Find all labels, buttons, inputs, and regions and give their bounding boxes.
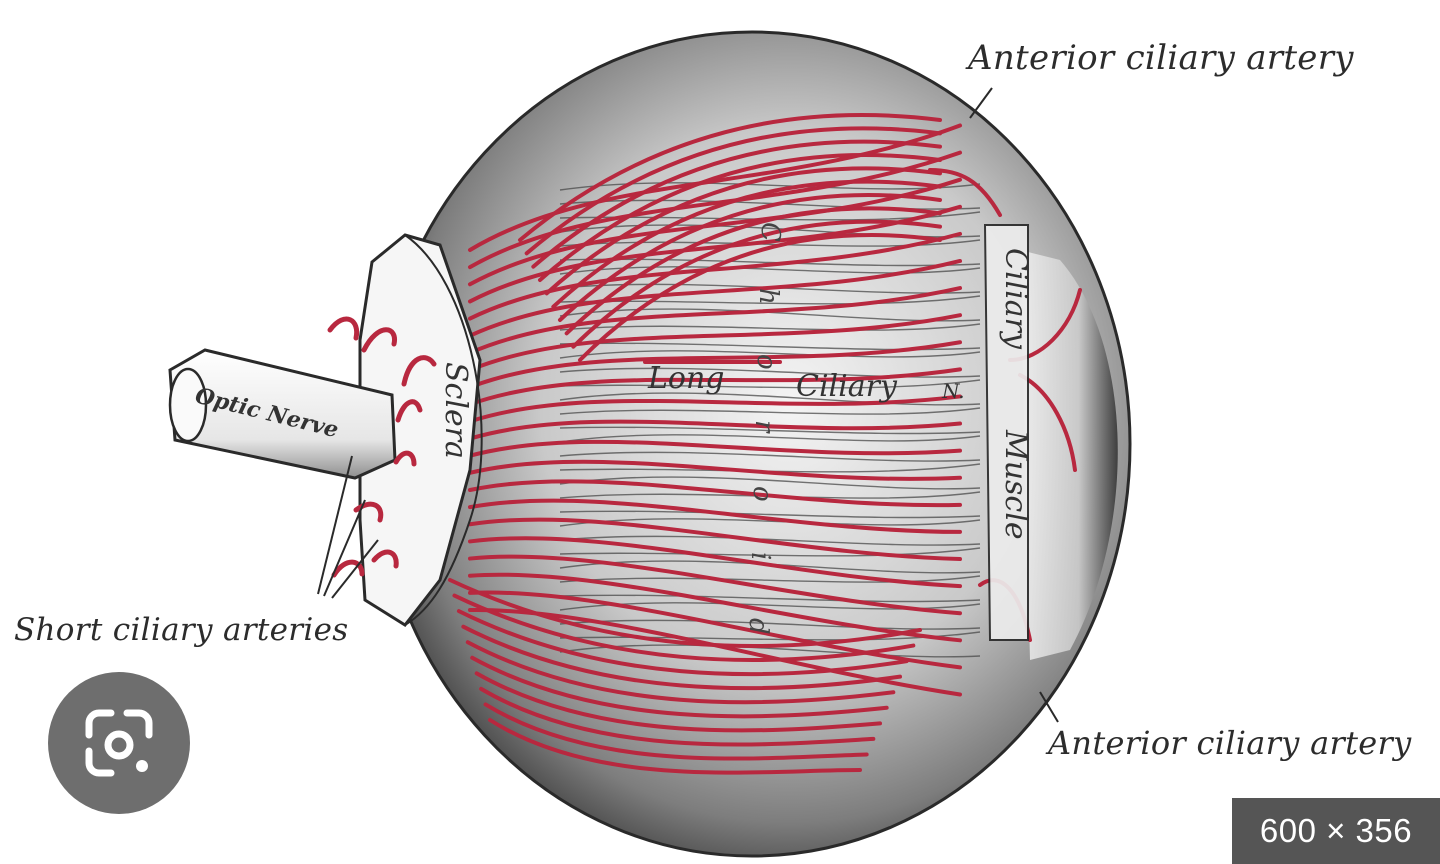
choroid-letter: i bbox=[745, 552, 775, 560]
image-size-badge: 600 × 356 bbox=[1232, 798, 1440, 864]
ciliary-vessel bbox=[468, 479, 962, 508]
ciliary-nerve-label: Ciliary bbox=[796, 369, 898, 404]
ciliary-vessel bbox=[544, 166, 942, 296]
ciliary-vessel bbox=[468, 258, 962, 338]
choroid-hatch-line bbox=[559, 392, 981, 406]
ciliary-vessel bbox=[518, 113, 942, 242]
choroid-hatch-line bbox=[559, 535, 981, 546]
choroid-hatch-line bbox=[559, 407, 981, 415]
ciliary-vessel bbox=[483, 702, 869, 761]
optic-nerve: Optic Nerve bbox=[168, 348, 397, 480]
choroid-hatch-line bbox=[559, 619, 981, 630]
short-ciliary-artery-stubs bbox=[327, 316, 437, 578]
choroid-hatch-line bbox=[559, 426, 981, 435]
ciliary-vessel bbox=[564, 206, 942, 336]
choroid-hatch-line bbox=[559, 434, 981, 443]
ciliary-vessel bbox=[524, 126, 942, 256]
choroid-letter: C bbox=[755, 222, 785, 242]
choroid-letter: o bbox=[751, 354, 781, 370]
choroid-hatch-line bbox=[559, 547, 981, 557]
ciliary-vessels bbox=[448, 113, 1082, 775]
ciliary-vessel bbox=[461, 624, 902, 691]
ciliary-vessel bbox=[571, 219, 942, 349]
choroid-hatch-line bbox=[559, 510, 981, 519]
ciliary-vessel bbox=[468, 231, 962, 321]
sclera-label: Sclera bbox=[438, 362, 473, 459]
ciliary-vessel bbox=[474, 671, 882, 733]
ciliary-vessel bbox=[470, 655, 889, 719]
ciliary-vessel bbox=[558, 193, 942, 322]
ciliary-vessel bbox=[456, 609, 909, 677]
anterior-ciliary-artery-label-bottom: Anterior ciliary artery bbox=[1048, 724, 1412, 762]
leader-lines bbox=[317, 87, 1059, 723]
ciliary-vessel bbox=[468, 536, 962, 589]
choroid-letter: d bbox=[743, 618, 773, 635]
choroid-hatch-line bbox=[559, 594, 981, 603]
ciliary-vessel bbox=[448, 578, 922, 648]
ciliary-vessel bbox=[1018, 373, 1077, 472]
ciliary-vessel bbox=[488, 718, 862, 775]
long-label: Long bbox=[647, 361, 725, 396]
choroid-hatch-line bbox=[559, 379, 981, 389]
ciliary-muscle-band: Ciliary Muscle bbox=[983, 224, 1033, 641]
choroid-hatch-line bbox=[559, 342, 981, 351]
ciliary-vessel bbox=[928, 168, 1002, 217]
ciliary-vessel bbox=[538, 153, 942, 282]
ciliary-vessel bbox=[452, 593, 916, 662]
ciliary-vessel bbox=[578, 233, 942, 362]
anterior-ciliary-artery-label-top: Anterior ciliary artery bbox=[968, 38, 1354, 78]
choroid-hatch-line bbox=[559, 266, 981, 275]
ciliary-muscle-label-top: Ciliary bbox=[998, 248, 1033, 350]
choroid-letter: r bbox=[749, 420, 779, 434]
choroid-hatch-line bbox=[559, 367, 981, 378]
ciliary-vessel bbox=[468, 286, 962, 355]
ciliary-vessel bbox=[468, 498, 962, 534]
ciliary-vessel bbox=[468, 459, 962, 481]
ciliary-vessel bbox=[531, 139, 942, 269]
google-lens-icon bbox=[85, 709, 153, 777]
ciliary-vessel bbox=[468, 419, 962, 441]
ciliary-vessel bbox=[479, 686, 876, 747]
choroid-letter: h bbox=[753, 288, 783, 305]
ciliary-vessel bbox=[465, 640, 896, 705]
choroid-label: Ch o r o i d bbox=[743, 222, 785, 635]
choroid-hatch-line bbox=[559, 575, 981, 583]
ciliary-vessel bbox=[468, 204, 962, 304]
ciliary-vessel bbox=[468, 590, 962, 670]
ciliary-vessel bbox=[468, 150, 962, 270]
ciliary-vessel bbox=[468, 554, 962, 616]
ciliary-vessel bbox=[551, 179, 942, 309]
ciliary-muscle-label-bottom: Muscle bbox=[998, 429, 1033, 540]
ciliary-vessel bbox=[468, 517, 962, 562]
short-ciliary-arteries-label: Short ciliary arteries bbox=[14, 612, 349, 648]
nerve-abbrev-label: N. bbox=[941, 379, 965, 403]
ciliary-vessel bbox=[468, 367, 962, 407]
ciliary-vessel bbox=[468, 394, 962, 424]
choroid-hatch-line bbox=[559, 451, 981, 462]
ciliary-vessel bbox=[468, 439, 962, 458]
choroid-hatch-line bbox=[559, 476, 981, 490]
ciliary-vessel bbox=[468, 313, 962, 372]
choroid-hatch-line bbox=[559, 350, 981, 359]
google-lens-button[interactable] bbox=[48, 672, 190, 814]
ciliary-vessel bbox=[468, 572, 962, 643]
ciliary-vessel bbox=[468, 340, 962, 390]
choroid-letter: o bbox=[747, 486, 777, 502]
